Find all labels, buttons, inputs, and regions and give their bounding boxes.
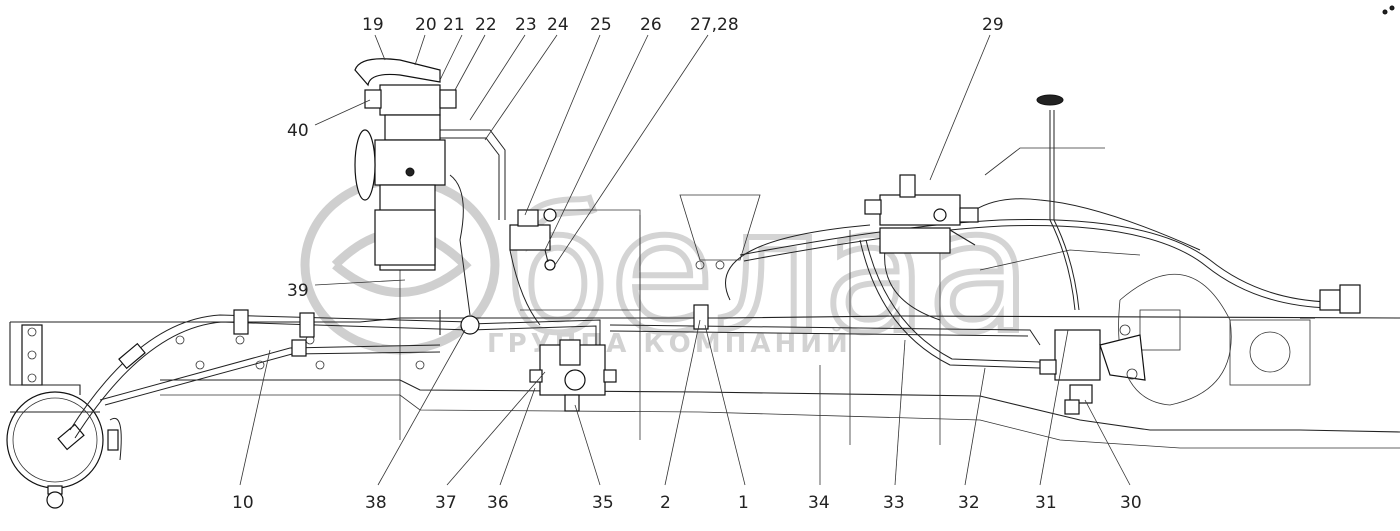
callout-32: 32 bbox=[958, 493, 980, 513]
valve-25 bbox=[509, 208, 557, 271]
callout-1: 1 bbox=[738, 493, 749, 513]
callouts-top: 19 20 21 22 23 24 25 26 27,28 29 bbox=[362, 15, 1004, 35]
callout-24: 24 bbox=[547, 15, 569, 35]
callout-21: 21 bbox=[443, 15, 465, 35]
callouts-bottom: 10 38 37 36 35 2 1 34 33 32 31 30 bbox=[232, 493, 1142, 513]
valve-30 bbox=[1036, 94, 1146, 415]
callout-38: 38 bbox=[365, 493, 387, 513]
coupling-head bbox=[1300, 5, 1395, 319]
callout-20: 20 bbox=[415, 15, 437, 35]
callout-29: 29 bbox=[982, 15, 1004, 35]
callout-36: 36 bbox=[487, 493, 509, 513]
callout-35: 35 bbox=[592, 493, 614, 513]
callout-19: 19 bbox=[362, 15, 384, 35]
callout-33: 33 bbox=[883, 493, 905, 513]
valve-29 bbox=[864, 174, 979, 254]
callout-10: 10 bbox=[232, 493, 254, 513]
air-tank-assembly bbox=[6, 324, 119, 509]
callout-22: 22 bbox=[475, 15, 497, 35]
callout-40: 40 bbox=[287, 121, 309, 141]
callouts-left: 40 39 bbox=[287, 121, 309, 301]
leader-lines bbox=[239, 34, 1131, 486]
callout-37: 37 bbox=[435, 493, 457, 513]
pipelines bbox=[69, 110, 1331, 461]
air-compressor bbox=[354, 58, 457, 271]
callout-27-28: 27,28 bbox=[690, 15, 739, 35]
callout-34: 34 bbox=[808, 493, 830, 513]
callout-39: 39 bbox=[287, 281, 309, 301]
callout-26: 26 bbox=[640, 15, 662, 35]
valve-35 bbox=[529, 339, 617, 412]
callout-23: 23 bbox=[515, 15, 537, 35]
callout-31: 31 bbox=[1035, 493, 1057, 513]
pipe-clips bbox=[118, 304, 709, 370]
callout-2: 2 bbox=[660, 493, 671, 513]
callout-25: 25 bbox=[590, 15, 612, 35]
callout-30: 30 bbox=[1120, 493, 1142, 513]
